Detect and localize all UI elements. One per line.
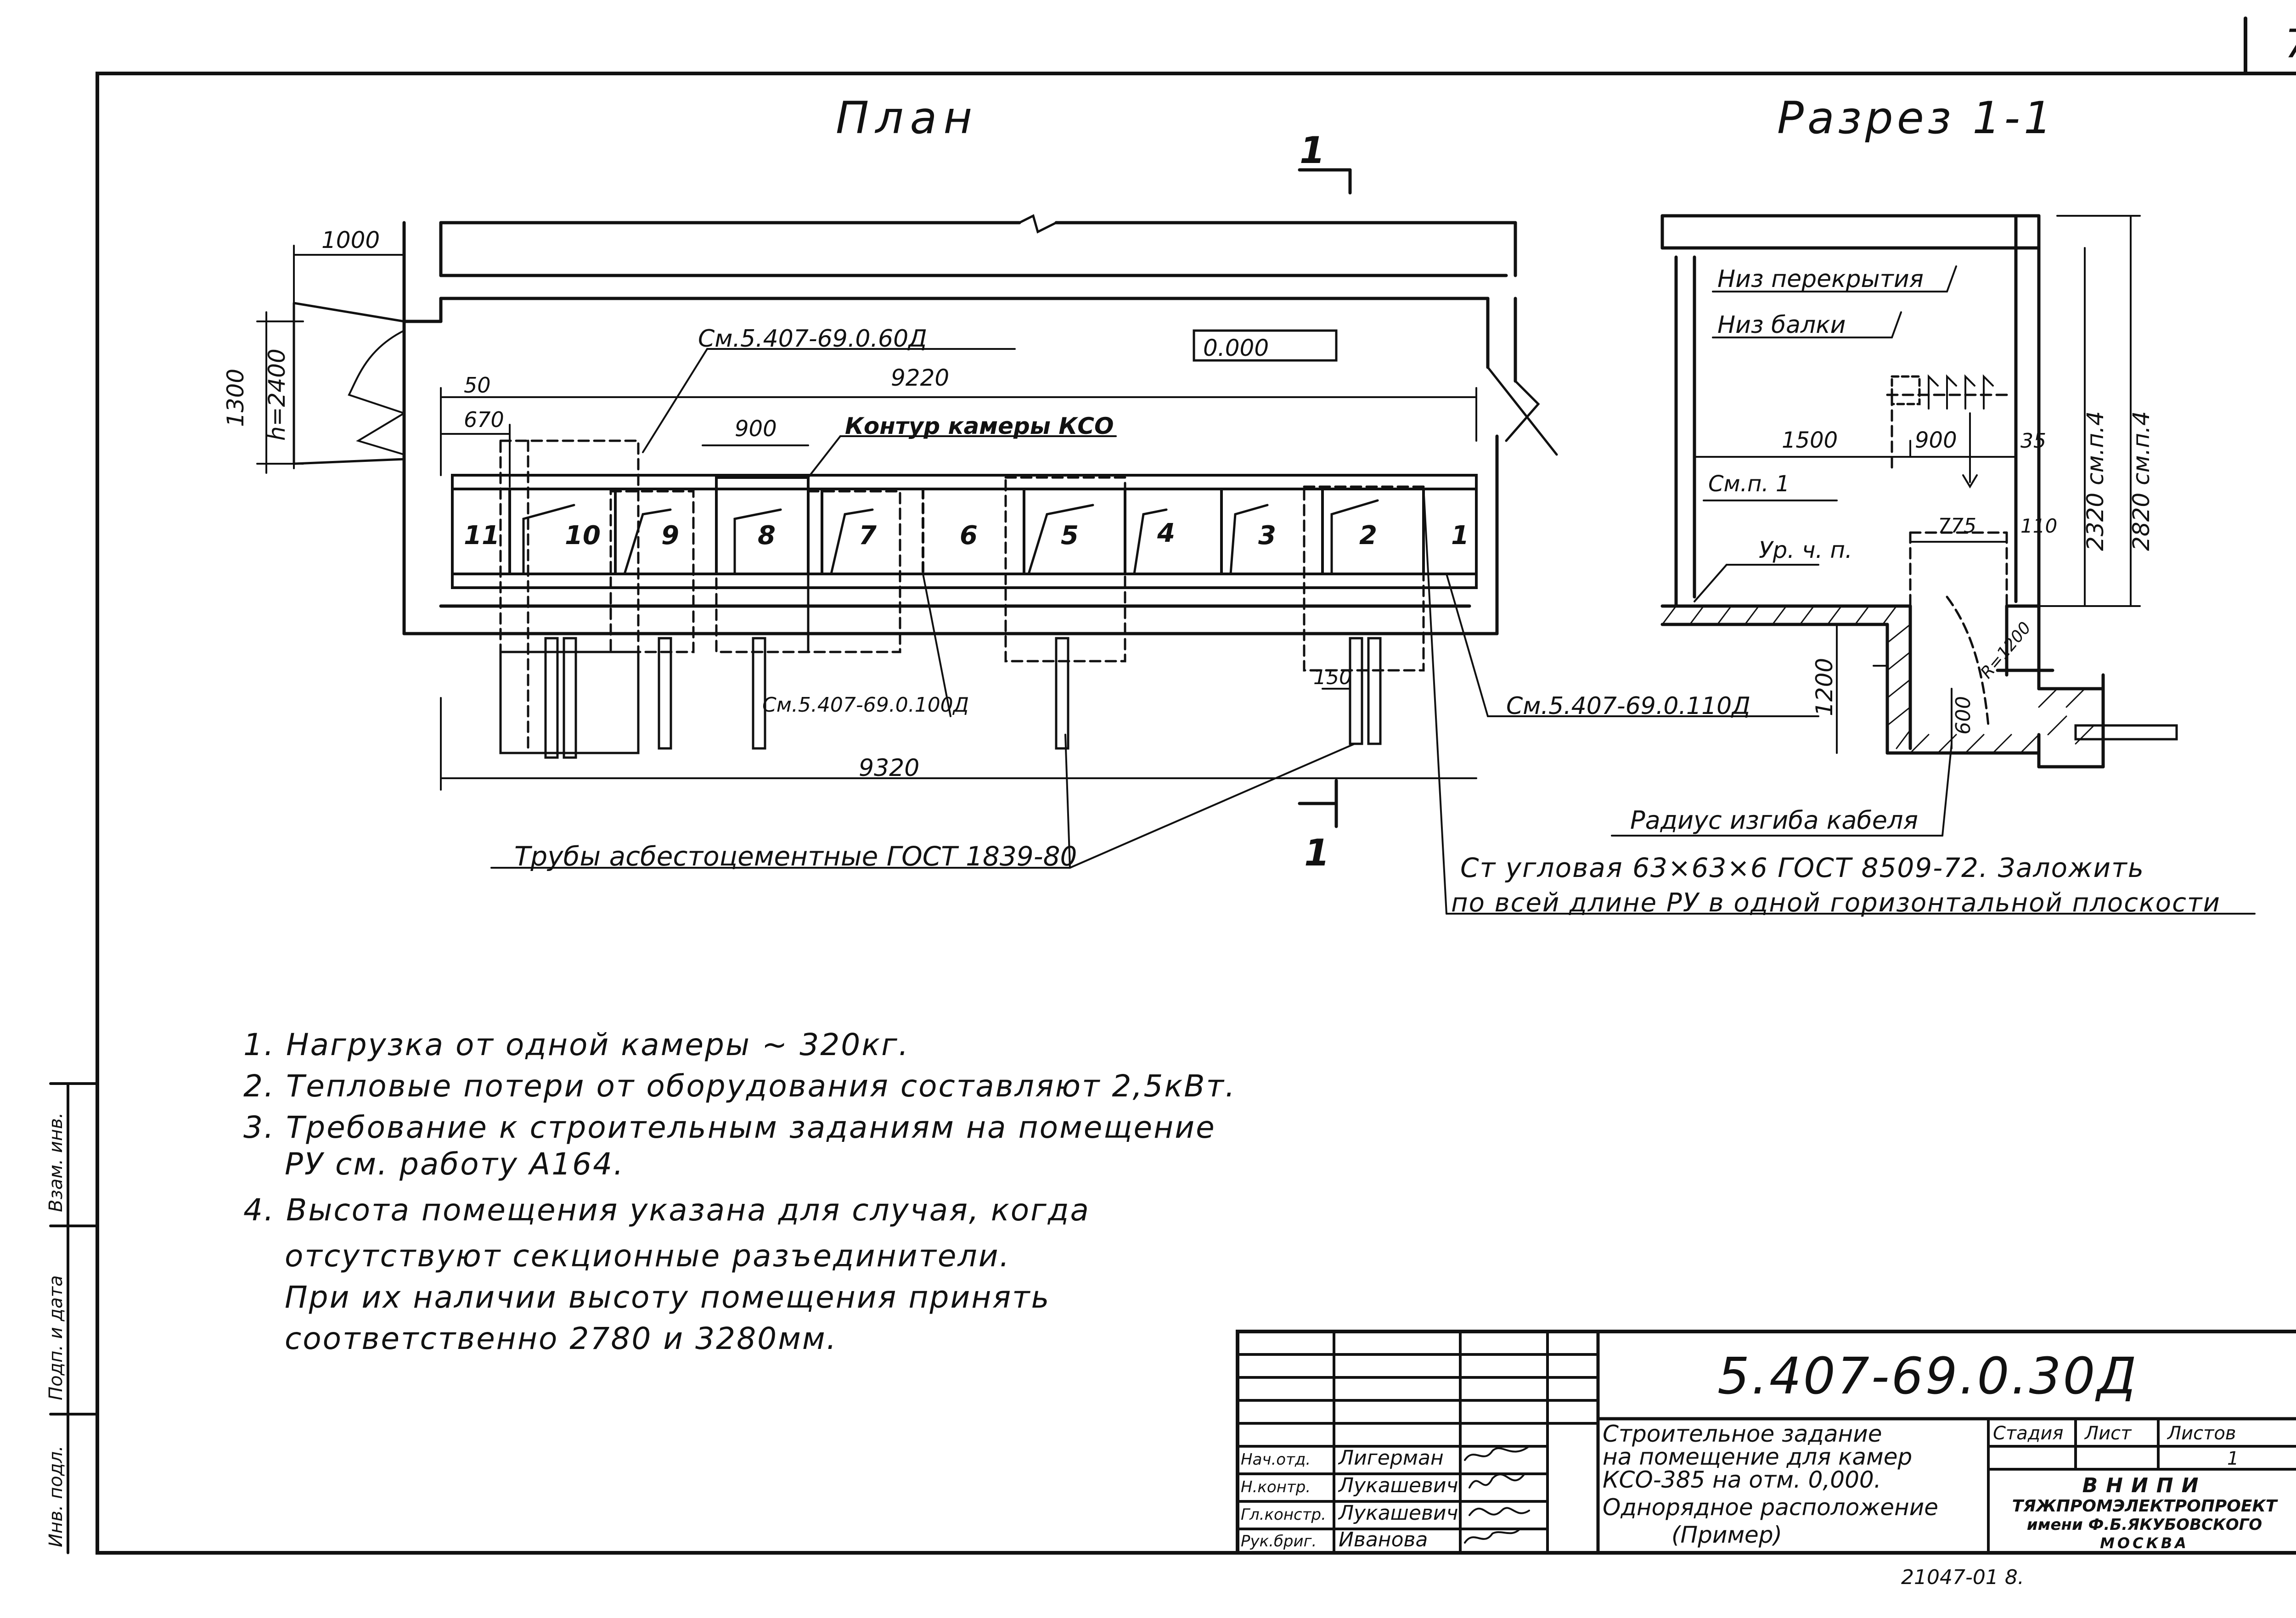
label-floor-level: Ур. ч. п.	[1759, 537, 1852, 563]
dim-1000: 1000	[321, 227, 380, 253]
note-4-cont-1: отсутствуют секционные разъединители.	[285, 1238, 1011, 1274]
dim-1300: 1300	[222, 369, 249, 427]
org-line-2: ТЯЖПРОМЭЛЕКТРОПРОЕКТ	[2012, 1497, 2278, 1516]
cell-2: 2	[1359, 521, 1377, 551]
doc-code: 5.407-69.0.30Д	[1717, 1347, 2138, 1405]
role-4: Рук.бриг.	[1241, 1532, 1317, 1551]
dim-2820: 2820 см.п.4	[2128, 411, 2155, 551]
section-title: Разрез 1-1	[1777, 92, 2055, 144]
org-line-4: МОСКВА	[2100, 1534, 2189, 1552]
note-3: 3. Требование к строительным заданиям на…	[243, 1110, 1216, 1145]
dim-110: 110	[2020, 515, 2057, 537]
plan-view	[256, 168, 2256, 915]
dim-2320: 2320 см.п.4	[2082, 411, 2109, 551]
org-line-3: имени Ф.Б.ЯКУБОВСКОГО	[2027, 1516, 2262, 1534]
section-view	[1611, 214, 2178, 837]
dim-900: 900	[735, 416, 777, 442]
cell-4: 4	[1157, 518, 1175, 548]
dim-9320: 9320	[859, 754, 919, 782]
name-2: Лукашевич	[1338, 1474, 1458, 1497]
note-1: 1. Нагрузка от одной камеры ~ 320кг.	[243, 1027, 910, 1062]
cell-11: 11	[464, 521, 500, 551]
label-see-note-1: См.п. 1	[1708, 471, 1790, 497]
dim-1200: 1200	[1811, 658, 1838, 716]
cell-6: 6	[960, 521, 978, 551]
note-3-cont: РУ см. работу А164.	[285, 1146, 625, 1182]
note-4-cont-3: соответственно 2780 и 3280мм.	[285, 1321, 838, 1356]
stamp-replace-inv: Взам. инв.	[45, 1112, 67, 1212]
ref-100: См.5.407-69.0.100Д	[762, 693, 969, 717]
section-mark-bottom: 1	[1304, 831, 1330, 874]
org-line-1: ВНИПИ	[2082, 1474, 2207, 1497]
sheets-label: Листов	[2167, 1423, 2236, 1444]
desc-line-4: Однорядное расположение	[1603, 1494, 1938, 1521]
cell-1: 1	[1451, 521, 1469, 551]
dim-1500: 1500	[1782, 427, 1838, 453]
dim-9220: 9220	[891, 365, 949, 391]
desc-line-5: (Пример)	[1671, 1522, 1782, 1548]
note-4-cont-2: При их наличии высоту помещения принять	[285, 1280, 1051, 1315]
stamp-sign-date: Подп. и дата	[45, 1275, 67, 1400]
cell-3: 3	[1258, 521, 1276, 551]
label-bottom-slab: Низ перекрытия	[1717, 265, 1924, 293]
angle-note-line2: по всей длине РУ в одной горизонтальной …	[1451, 888, 2221, 918]
stage-label: Стадия	[1993, 1423, 2063, 1444]
cell-8: 8	[758, 521, 776, 551]
cell-10: 10	[565, 521, 601, 551]
title-block	[1236, 1330, 2296, 1555]
label-bend-radius: Радиус изгиба кабеля	[1630, 806, 1918, 835]
desc-line-1: Строительное задание	[1603, 1421, 1882, 1447]
cell-7: 7	[859, 521, 877, 551]
dim-670: 670	[464, 407, 504, 432]
plan-title: План	[836, 92, 979, 144]
note-2: 2. Тепловые потери от оборудования соста…	[243, 1068, 1236, 1104]
dim-35: 35	[2020, 429, 2046, 453]
dim-775: 775	[1938, 514, 1976, 538]
dim-h2400: h=2400	[264, 348, 290, 441]
name-4: Иванова	[1339, 1528, 1428, 1551]
drawing-frame	[96, 72, 2296, 1555]
angle-note-line1: Ст угловая 63×63×6 ГОСТ 8509-72. Заложит…	[1460, 852, 2144, 883]
contour-label: Контур камеры КСО	[845, 413, 1114, 439]
dim-50: 50	[464, 373, 491, 398]
dim-600: 600	[1952, 696, 1975, 735]
role-2: Н.контр.	[1241, 1478, 1311, 1496]
section-mark-top: 1	[1300, 129, 1325, 172]
stamp-orig-inv: Инв. подл.	[45, 1445, 67, 1547]
dim-150: 150	[1313, 666, 1352, 689]
cell-5: 5	[1061, 521, 1079, 551]
desc-line-3: КСО-385 на отм. 0,000.	[1603, 1466, 1881, 1493]
note-4: 4. Высота помещения указана для случая, …	[243, 1192, 1090, 1228]
name-3: Лукашевич	[1338, 1501, 1458, 1525]
sheets-value: 1	[2227, 1448, 2239, 1469]
margin-stamp	[49, 1082, 99, 1554]
sheet-label: Лист	[2084, 1423, 2132, 1444]
pipes-label: Трубы асбестоцементные ГОСТ 1839-80	[514, 841, 1077, 872]
ref-60: См.5.407-69.0.60Д	[698, 325, 927, 353]
cell-9: 9	[661, 521, 679, 551]
sheet-number: 7	[2285, 21, 2296, 67]
label-bottom-beam: Низ балки	[1717, 311, 1846, 339]
bottom-code: 21047-01 8.	[1901, 1566, 2024, 1589]
ref-110: См.5.407-69.0.110Д	[1506, 692, 1750, 720]
level-mark: 0.000	[1203, 335, 1269, 361]
dim-900-section: 900	[1915, 427, 1957, 453]
role-3: Гл.констр.	[1241, 1506, 1326, 1524]
desc-line-2: на помещение для камер	[1603, 1444, 1912, 1470]
role-1: Нач.отд.	[1241, 1450, 1311, 1469]
name-1: Лигерман	[1338, 1446, 1444, 1470]
